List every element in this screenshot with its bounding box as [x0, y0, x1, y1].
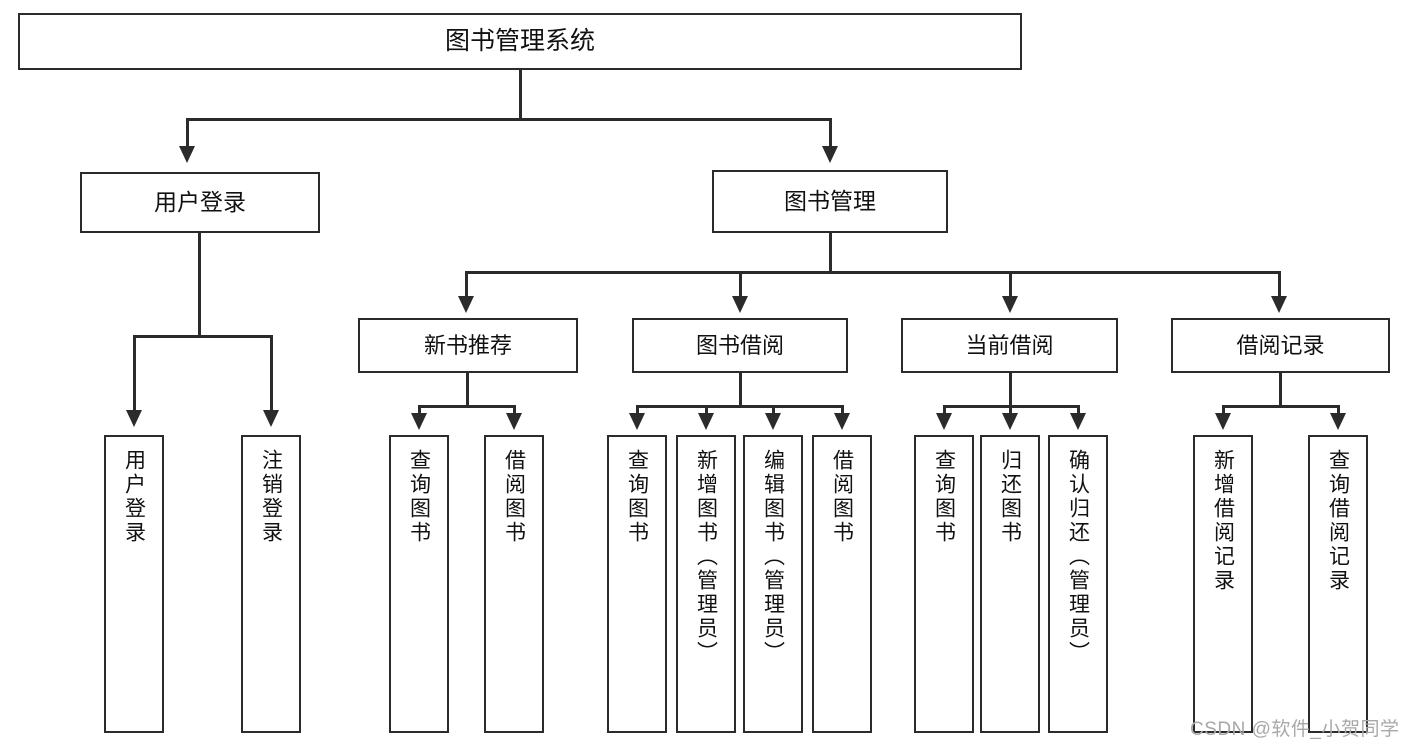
node-label: 当前借阅	[965, 332, 1054, 358]
node-label: 用户登录	[154, 189, 246, 216]
node-label: 图书管理系统	[444, 27, 595, 56]
connector-root-bar	[186, 118, 832, 121]
arrow-down-icon	[458, 296, 474, 313]
leaf-query-book-borrow[interactable]: 查询图书	[607, 435, 667, 733]
leaf-query-borrow-record[interactable]: 查询借阅记录	[1308, 435, 1368, 733]
connector-bookborrow-bar	[636, 405, 844, 408]
node-label: 确认归还（管理员）	[1066, 449, 1090, 665]
node-book-management[interactable]: 图书管理	[712, 170, 948, 233]
node-label: 编辑图书（管理员）	[761, 449, 785, 665]
leaf-add-book-admin[interactable]: 新增图书（管理员）	[676, 435, 736, 733]
connector-lvl2-drop-4	[1278, 271, 1281, 299]
arrow-down-icon	[1002, 296, 1018, 313]
connector-borrowrecord-stem	[1279, 373, 1282, 405]
connector-currentborrow-drop-2	[1009, 405, 1012, 418]
connector-borrowrecord-drop-2	[1337, 405, 1340, 418]
leaf-user-login[interactable]: 用户登录	[104, 435, 164, 733]
arrow-down-icon	[1271, 296, 1287, 313]
node-label: 新书推荐	[423, 332, 512, 358]
node-label: 借阅记录	[1236, 332, 1325, 358]
node-label: 归还图书	[998, 449, 1022, 545]
node-label: 用户登录	[122, 449, 146, 545]
node-borrow-record[interactable]: 借阅记录	[1171, 318, 1390, 373]
leaf-query-book-current[interactable]: 查询图书	[914, 435, 974, 733]
node-label: 注销登录	[259, 449, 283, 545]
connector-bookborrow-drop-1	[636, 405, 639, 418]
arrow-down-icon	[1070, 413, 1086, 430]
arrow-down-icon	[629, 413, 645, 430]
node-label: 图书借阅	[695, 332, 784, 358]
leaf-return-book[interactable]: 归还图书	[980, 435, 1040, 733]
connector-user-login-drop-2	[270, 335, 273, 413]
connector-root-stem	[519, 70, 522, 118]
arrow-down-icon	[822, 146, 838, 163]
node-label: 查询借阅记录	[1326, 449, 1350, 593]
node-label: 新增图书（管理员）	[694, 449, 718, 665]
connector-bookborrow-drop-4	[841, 405, 844, 418]
node-root-system[interactable]: 图书管理系统	[18, 13, 1022, 70]
connector-lvl2-drop-1	[465, 271, 468, 299]
arrow-down-icon	[698, 413, 714, 430]
arrow-down-icon	[834, 413, 850, 430]
connector-book-mgmt-stem	[829, 233, 832, 271]
node-label: 借阅图书	[830, 449, 854, 545]
arrow-down-icon	[732, 296, 748, 313]
arrow-down-icon	[1215, 413, 1231, 430]
connector-newbook-stem	[466, 373, 469, 405]
node-book-borrow[interactable]: 图书借阅	[632, 318, 848, 373]
leaf-edit-book-admin[interactable]: 编辑图书（管理员）	[743, 435, 803, 733]
leaf-borrow-book[interactable]: 借阅图书	[812, 435, 872, 733]
connector-newbook-drop-1	[418, 405, 421, 418]
connector-newbook-bar	[418, 405, 516, 408]
arrow-down-icon	[765, 413, 781, 430]
node-label: 图书管理	[784, 188, 876, 215]
connector-currentborrow-drop-1	[943, 405, 946, 418]
connector-user-login-bar	[133, 335, 272, 338]
connector-lvl2-drop-2	[739, 271, 742, 299]
node-label: 查询图书	[932, 449, 956, 545]
arrow-down-icon	[179, 146, 195, 163]
connector-bookborrow-drop-2	[705, 405, 708, 418]
connector-bookborrow-stem	[739, 373, 742, 405]
connector-borrowrecord-drop-1	[1222, 405, 1225, 418]
arrow-down-icon	[506, 413, 522, 430]
connector-bookborrow-drop-3	[772, 405, 775, 418]
connector-newbook-drop-2	[513, 405, 516, 418]
leaf-borrow-book-recommend[interactable]: 借阅图书	[484, 435, 544, 733]
connector-currentborrow-stem	[1009, 373, 1012, 405]
arrow-down-icon	[1002, 413, 1018, 430]
node-current-borrow[interactable]: 当前借阅	[901, 318, 1118, 373]
connector-root-drop-2	[829, 118, 832, 149]
connector-root-drop-1	[186, 118, 189, 149]
leaf-query-book-recommend[interactable]: 查询图书	[389, 435, 449, 733]
connector-book-mgmt-bar	[465, 271, 1279, 274]
connector-user-login-drop-1	[133, 335, 136, 413]
arrow-down-icon	[263, 410, 279, 427]
connector-lvl2-drop-3	[1009, 271, 1012, 299]
leaf-confirm-return-admin[interactable]: 确认归还（管理员）	[1048, 435, 1108, 733]
node-label: 新增借阅记录	[1211, 449, 1235, 593]
leaf-logout[interactable]: 注销登录	[241, 435, 301, 733]
connector-currentborrow-drop-3	[1077, 405, 1080, 418]
arrow-down-icon	[126, 410, 142, 427]
arrow-down-icon	[1330, 413, 1346, 430]
node-label: 查询图书	[625, 449, 649, 545]
leaf-add-borrow-record[interactable]: 新增借阅记录	[1193, 435, 1253, 733]
arrow-down-icon	[411, 413, 427, 430]
node-new-book-recommend[interactable]: 新书推荐	[358, 318, 578, 373]
arrow-down-icon	[936, 413, 952, 430]
node-label: 查询图书	[407, 449, 431, 545]
connector-borrowrecord-bar	[1222, 405, 1340, 408]
connector-user-login-stem	[198, 233, 201, 335]
node-label: 借阅图书	[502, 449, 526, 545]
node-user-login[interactable]: 用户登录	[80, 172, 320, 233]
watermark-text: CSDN @软件_小贺同学	[1190, 719, 1400, 740]
